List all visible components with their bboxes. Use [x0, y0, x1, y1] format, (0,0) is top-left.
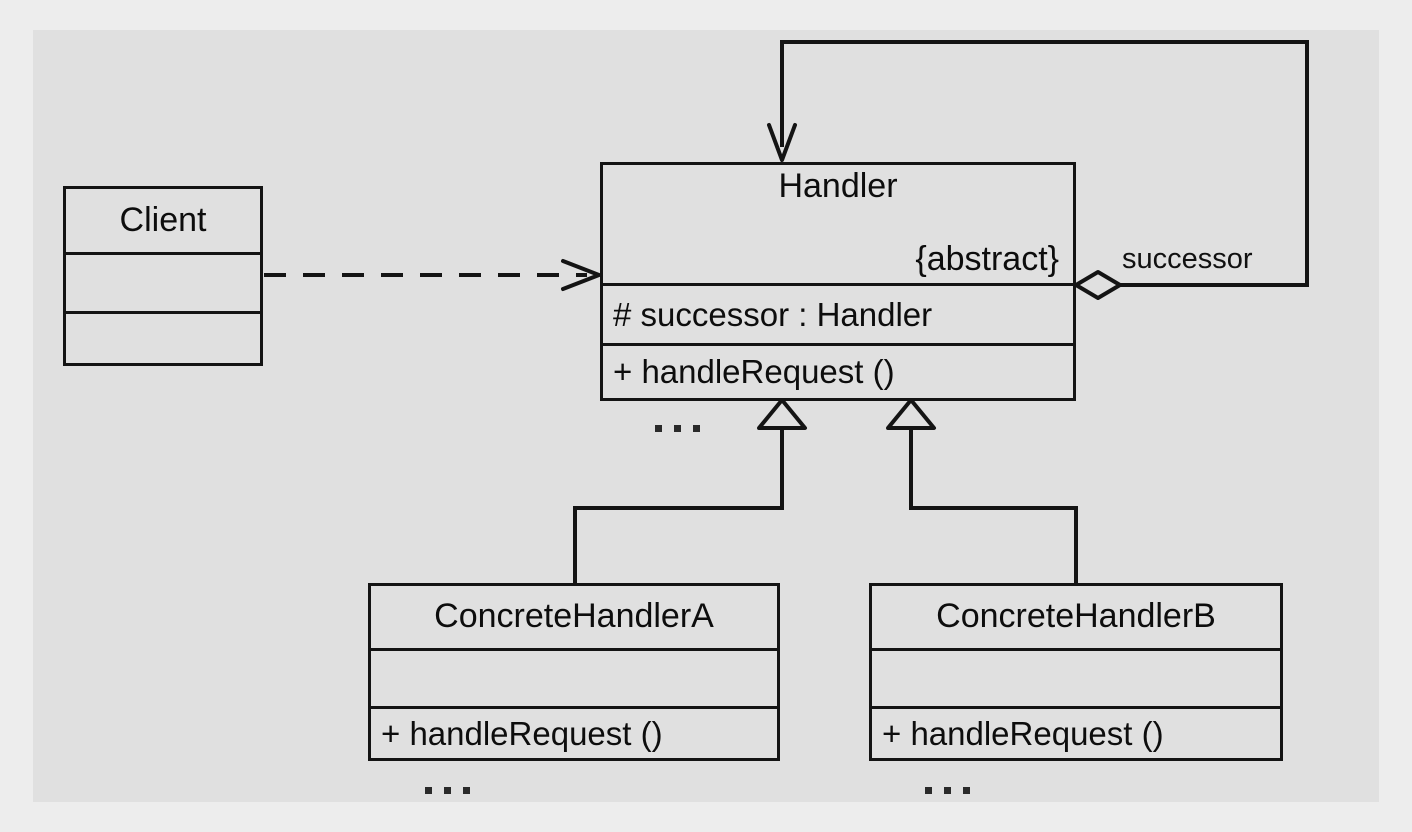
ellipsis-dot: [425, 787, 432, 794]
ellipsis-dot: [674, 425, 681, 432]
ellipsis-dot: [655, 425, 662, 432]
concrete-b-operations-compartment: + handleRequest (): [872, 706, 1280, 758]
concrete-b-class-name: ConcreteHandlerB: [936, 597, 1216, 636]
ellipsis-dot: [444, 787, 451, 794]
concrete-b-name-compartment: ConcreteHandlerB: [872, 586, 1280, 648]
handler-class-name: Handler: [778, 167, 898, 205]
class-box-handler[interactable]: Handler {abstract} # successor : Handler…: [600, 162, 1076, 401]
class-box-concrete-handler-a[interactable]: ConcreteHandlerA + handleRequest (): [368, 583, 780, 761]
concrete-a-attributes-compartment: [371, 648, 777, 706]
ellipsis-dot: [693, 425, 700, 432]
concrete-b-more-members-ellipsis: [925, 787, 970, 794]
handler-abstract-tag: {abstract}: [915, 240, 1059, 278]
client-attributes-compartment: [66, 252, 260, 311]
handler-operation-handle-request: + handleRequest (): [613, 353, 895, 390]
class-box-concrete-handler-b[interactable]: ConcreteHandlerB + handleRequest (): [869, 583, 1283, 761]
handler-operations-compartment: + handleRequest (): [603, 343, 1073, 398]
concrete-b-operation-handle-request: + handleRequest (): [882, 714, 1164, 752]
concrete-a-operation-handle-request: + handleRequest (): [381, 714, 663, 752]
handler-name-compartment: Handler {abstract}: [603, 165, 1073, 283]
handler-more-members-ellipsis: [655, 425, 700, 432]
ellipsis-dot: [963, 787, 970, 794]
ellipsis-dot: [925, 787, 932, 794]
class-box-client[interactable]: Client: [63, 186, 263, 366]
handler-attributes-compartment: # successor : Handler: [603, 283, 1073, 343]
ellipsis-dot: [463, 787, 470, 794]
handler-attribute-successor: # successor : Handler: [613, 295, 933, 333]
concrete-a-operations-compartment: + handleRequest (): [371, 706, 777, 758]
association-role-label-successor: successor: [1122, 243, 1253, 275]
concrete-a-more-members-ellipsis: [425, 787, 470, 794]
client-name-compartment: Client: [66, 189, 260, 252]
ellipsis-dot: [944, 787, 951, 794]
client-operations-compartment: [66, 311, 260, 363]
concrete-a-name-compartment: ConcreteHandlerA: [371, 586, 777, 648]
concrete-a-class-name: ConcreteHandlerA: [434, 597, 714, 636]
concrete-b-attributes-compartment: [872, 648, 1280, 706]
client-class-name: Client: [119, 200, 207, 239]
